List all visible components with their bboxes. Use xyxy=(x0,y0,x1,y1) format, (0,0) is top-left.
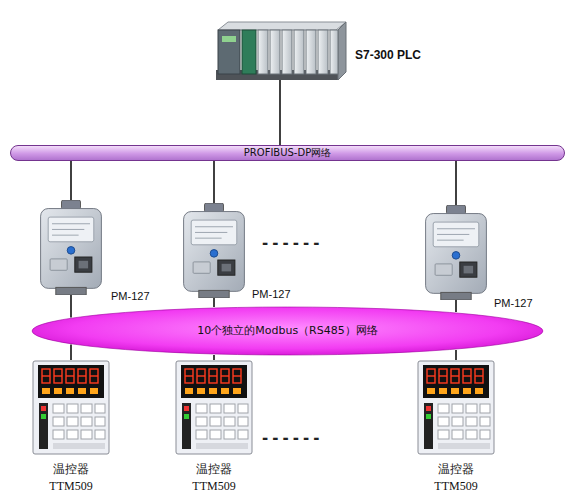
plc-node: S7-300 PLC xyxy=(215,22,345,80)
node-label: PM-127 xyxy=(111,290,150,303)
power-indicator xyxy=(222,36,236,42)
io-module xyxy=(306,30,316,74)
ellipsis-dashes: ------ xyxy=(262,431,323,446)
profibus-bus-band: PROFIBUS-DP网络 xyxy=(10,145,565,161)
network-cable xyxy=(70,295,72,317)
controller-box: 温控器TTM509 xyxy=(175,360,253,455)
io-module xyxy=(318,30,328,74)
ellipsis-dashes: ------ xyxy=(262,236,323,251)
modbus-ellipse: 10个独立的Modbus（RS485）网络 xyxy=(30,306,545,356)
rack-side xyxy=(338,22,346,80)
gateway-picture xyxy=(184,203,245,298)
gateway-picture xyxy=(426,205,487,300)
gateway-box: PM-127 xyxy=(178,203,250,298)
node-label: 温控器 xyxy=(155,462,273,476)
io-module xyxy=(282,30,292,74)
gateway-picture xyxy=(41,200,102,295)
node-label: 温控器 xyxy=(397,462,515,476)
node-label: 10个独立的Modbus（RS485）网络 xyxy=(197,324,378,337)
io-module xyxy=(330,30,338,74)
network-cable xyxy=(70,345,72,360)
node-label: 温控器 xyxy=(12,462,130,476)
controller-picture xyxy=(33,361,109,454)
cpu-module xyxy=(242,30,256,74)
gateway-box: PM-127 xyxy=(35,200,107,295)
plc-rack xyxy=(216,22,346,80)
node-sublabel: TTM509 xyxy=(12,479,130,493)
network-cable xyxy=(70,161,72,200)
network-cable xyxy=(455,300,457,312)
node-label: PM-127 xyxy=(494,297,533,310)
ellipse-shape xyxy=(32,307,543,355)
controller-picture xyxy=(176,361,252,454)
network-cable xyxy=(279,80,281,145)
power-module xyxy=(218,30,240,74)
controller-box: 温控器TTM509 xyxy=(32,360,110,455)
controller-box: 温控器TTM509 xyxy=(417,360,495,455)
controller-picture xyxy=(418,361,494,454)
node-label: PROFIBUS-DP网络 xyxy=(244,147,331,159)
node-label: S7-300 PLC xyxy=(355,48,421,62)
network-cable xyxy=(213,161,215,203)
network-cable xyxy=(213,355,215,360)
io-module xyxy=(294,30,304,74)
io-module xyxy=(270,30,280,74)
network-cable xyxy=(455,350,457,360)
node-sublabel: TTM509 xyxy=(397,479,515,493)
network-cable xyxy=(213,298,215,307)
gateway-box: PM-127 xyxy=(420,205,492,300)
node-label: PM-127 xyxy=(252,288,291,301)
rack-top xyxy=(218,22,346,30)
node-sublabel: TTM509 xyxy=(155,479,273,493)
network-cable xyxy=(455,161,457,205)
io-module xyxy=(258,30,268,74)
